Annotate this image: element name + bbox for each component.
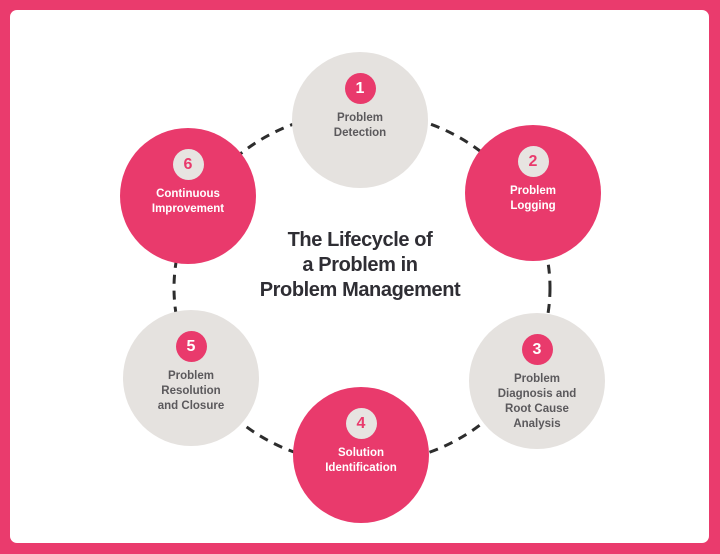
step-number-badge: 4 — [345, 408, 377, 439]
step-number-badge: 2 — [517, 146, 549, 177]
step-number-badge: 6 — [172, 149, 204, 180]
step-problem-resolution: 5 Problem Resolution and Closure — [123, 310, 259, 446]
step-label: Solution Identification — [325, 447, 397, 474]
step-label: Problem Detection — [333, 112, 387, 139]
step-label: Problem Resolution and Closure — [157, 370, 225, 412]
step-problem-detection: 1 Problem Detection — [292, 52, 428, 188]
step-number-badge: 3 — [521, 334, 553, 365]
step-solution-identification: 4 Solution Identification — [293, 387, 429, 523]
step-problem-diagnosis: 3 Problem Diagnosis and Root Cause Analy… — [469, 313, 605, 449]
step-number-badge: 1 — [344, 73, 376, 104]
step-number-badge: 5 — [175, 331, 207, 362]
step-problem-logging: 2 Problem Logging — [465, 125, 601, 261]
step-continuous-improvement: 6 Continuous Improvement — [120, 128, 256, 264]
step-label: Problem Diagnosis and Root Cause Analysi… — [497, 373, 577, 430]
step-label: Problem Logging — [509, 185, 556, 212]
step-label: Continuous Improvement — [151, 188, 225, 215]
diagram-title: The Lifecycle of a Problem in Problem Ma… — [259, 229, 461, 301]
